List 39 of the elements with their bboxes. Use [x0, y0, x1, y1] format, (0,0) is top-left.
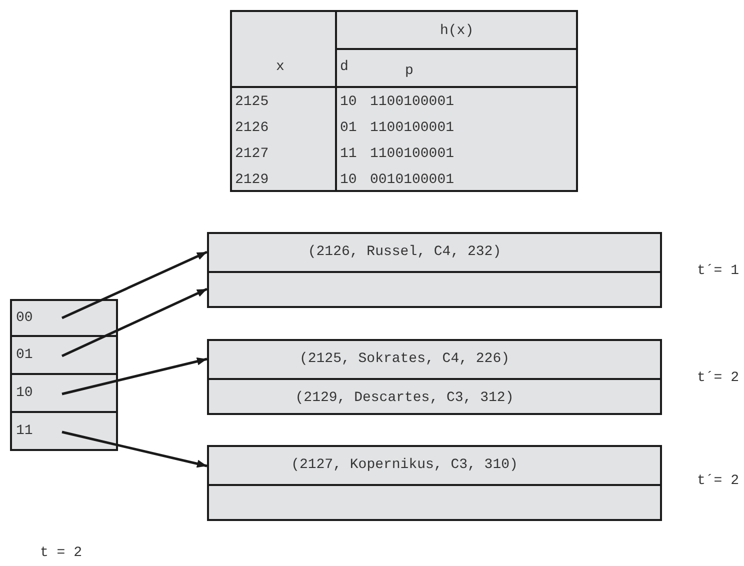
column-header: p [405, 62, 414, 81]
table-cell-text: 1100100001 [370, 119, 454, 138]
table-cell-text: 2129 [235, 171, 269, 190]
directory-cell [10, 373, 118, 413]
column-header: d [340, 58, 348, 77]
arrow [62, 430, 208, 468]
local-depth-label: t´= 2 [697, 472, 740, 491]
cell-text: 01 [16, 346, 33, 364]
cell-text: 10 [16, 384, 33, 402]
arrow [62, 357, 208, 396]
bucket [207, 232, 662, 308]
table-cell-text: 1100100001 [370, 93, 454, 112]
table-cell-text: 1100100001 [370, 145, 454, 164]
column-header: h(x) [440, 22, 474, 41]
cell-text: 00 [16, 308, 33, 328]
arrow [61, 288, 208, 358]
table-cell-text: 0010100001 [370, 171, 454, 190]
record: (2125, Sokrates, C4, 226) [299, 350, 510, 368]
table-cell-text: 01 [340, 119, 357, 138]
table-cell-text: 10 [340, 93, 357, 112]
local-depth-label: t´= 1 [697, 262, 740, 281]
cell-text: 11 [16, 422, 33, 440]
bucket [207, 339, 662, 415]
column-header: x [276, 58, 284, 77]
directory-cell [10, 335, 118, 375]
global-depth-label: t = 2 [40, 544, 82, 563]
table-cell-text: 10 [340, 171, 357, 190]
bucket [207, 445, 662, 521]
local-depth-label: t´= 2 [697, 369, 740, 388]
directory-cell [10, 299, 118, 337]
record: (2129, Descartes, C3, 312) [295, 388, 514, 408]
directory-cell [10, 411, 118, 451]
record: (2126, Russel, C4, 232) [308, 242, 502, 262]
table-cell-text: 2127 [235, 145, 269, 164]
table-cell-text: 2125 [235, 93, 269, 112]
table-cell-text: 2126 [235, 119, 269, 138]
table-cell-text: 11 [340, 145, 357, 164]
record: (2127, Kopernikus, C3, 310) [291, 456, 518, 474]
arrow [61, 250, 208, 320]
